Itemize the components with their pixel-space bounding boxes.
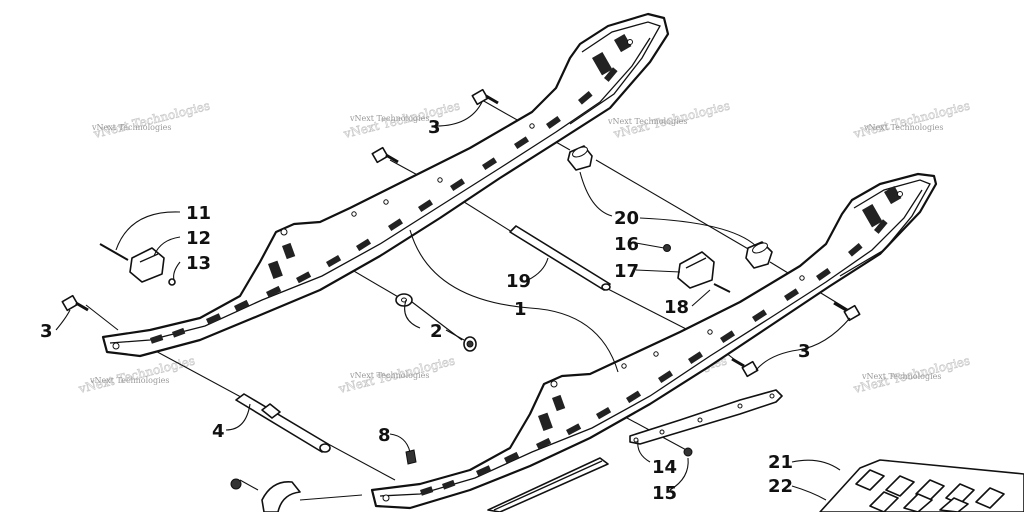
label-part-16: 16 [614,234,639,255]
left-rail-body [101,12,670,358]
watermark-6: vNext Technologies vNext Technologies [336,353,457,396]
spacer-20-left [567,145,593,171]
label-part-8: 8 [378,425,391,446]
bolt-3-top [471,88,499,106]
watermark-2: vNext Technologies vNext Technologies [341,98,462,141]
label-part-13: 13 [186,253,211,274]
left-rail-slots [150,34,632,344]
watermark-5: vNext Technologies vNext Technologies [76,353,197,396]
label-part-4: 4 [212,421,225,442]
right-rail-body [370,172,938,510]
spacer-20-right [745,241,773,269]
nut-16 [663,244,671,252]
label-part-20: 20 [614,208,639,229]
label-part-18: 18 [664,297,689,318]
watermark-text: vNext Technologies [607,117,687,126]
washer-2-bottom [463,336,477,352]
label-part-22: 22 [768,476,793,497]
label-part-19: 19 [506,271,531,292]
right-rail [370,172,938,510]
watermark-ghost-text: vNext Technologies [76,353,196,396]
label-part-14: 14 [652,457,677,478]
right-rail-slots [420,186,902,496]
shaft-19 [509,225,611,291]
shaft-4 [235,393,331,453]
label-part-1: 1 [514,299,527,320]
strip-14 [629,389,783,445]
left-rail [101,12,670,358]
label-part-2: 2 [430,321,443,342]
bolt-3-left [61,294,89,312]
screw-15 [683,447,693,457]
fastener-8 [405,449,417,465]
slide-strip [487,457,609,512]
watermark-text: vNext Technologies [861,372,941,381]
pin-11 [99,243,129,261]
label-part-21: 21 [768,452,793,473]
watermark-text: vNext Technologies [863,123,943,132]
watermark-text: vNext Technologies [89,376,169,385]
left-rail-holes [112,39,633,350]
right-rail-flange [379,189,923,497]
block-12 [129,247,165,283]
block-17 [677,251,715,289]
label-part-17: 17 [614,261,639,282]
watermark-text: vNext Technologies [349,371,429,380]
right-rail-top-web [839,179,931,277]
right-rail-holes [382,191,903,502]
bolt-3-right-a [833,301,861,322]
nut-13 [168,278,176,286]
left-rail-top-web [569,21,661,125]
label-part-12: 12 [186,228,211,249]
bolt-18 [713,283,731,293]
label-part-15: 15 [652,483,677,504]
wheel-part [230,478,301,512]
track-lugs [855,469,1005,512]
label-part-11: 11 [186,203,211,224]
watermark-ghost-text: vNext Technologies [91,98,211,141]
track-21 [819,459,1024,512]
watermark-ghost-text: vNext Technologies [851,98,971,141]
watermark-4: vNext Technologies vNext Technologies [851,98,972,141]
label-part-3-top: 3 [428,117,441,138]
watermark-8: vNext Technologies vNext Technologies [851,353,972,396]
label-part-3-right: 3 [798,341,811,362]
label-part-3-left: 3 [40,321,53,342]
part-labels: 3 11 12 13 3 20 16 17 18 19 1 2 3 4 8 14… [40,117,811,504]
watermark-text: vNext Technologies [349,114,429,123]
watermark-text: vNext Technologies [91,123,171,132]
leader-lines [55,101,851,501]
watermark-3: vNext Technologies vNext Technologies [607,98,732,141]
left-rail-flange [109,37,651,344]
watermark-1: vNext Technologies vNext Technologies [91,98,212,141]
washer-2-top [395,293,413,307]
bolt-3-right-b [731,357,759,378]
bolt-3-mid [371,146,399,164]
